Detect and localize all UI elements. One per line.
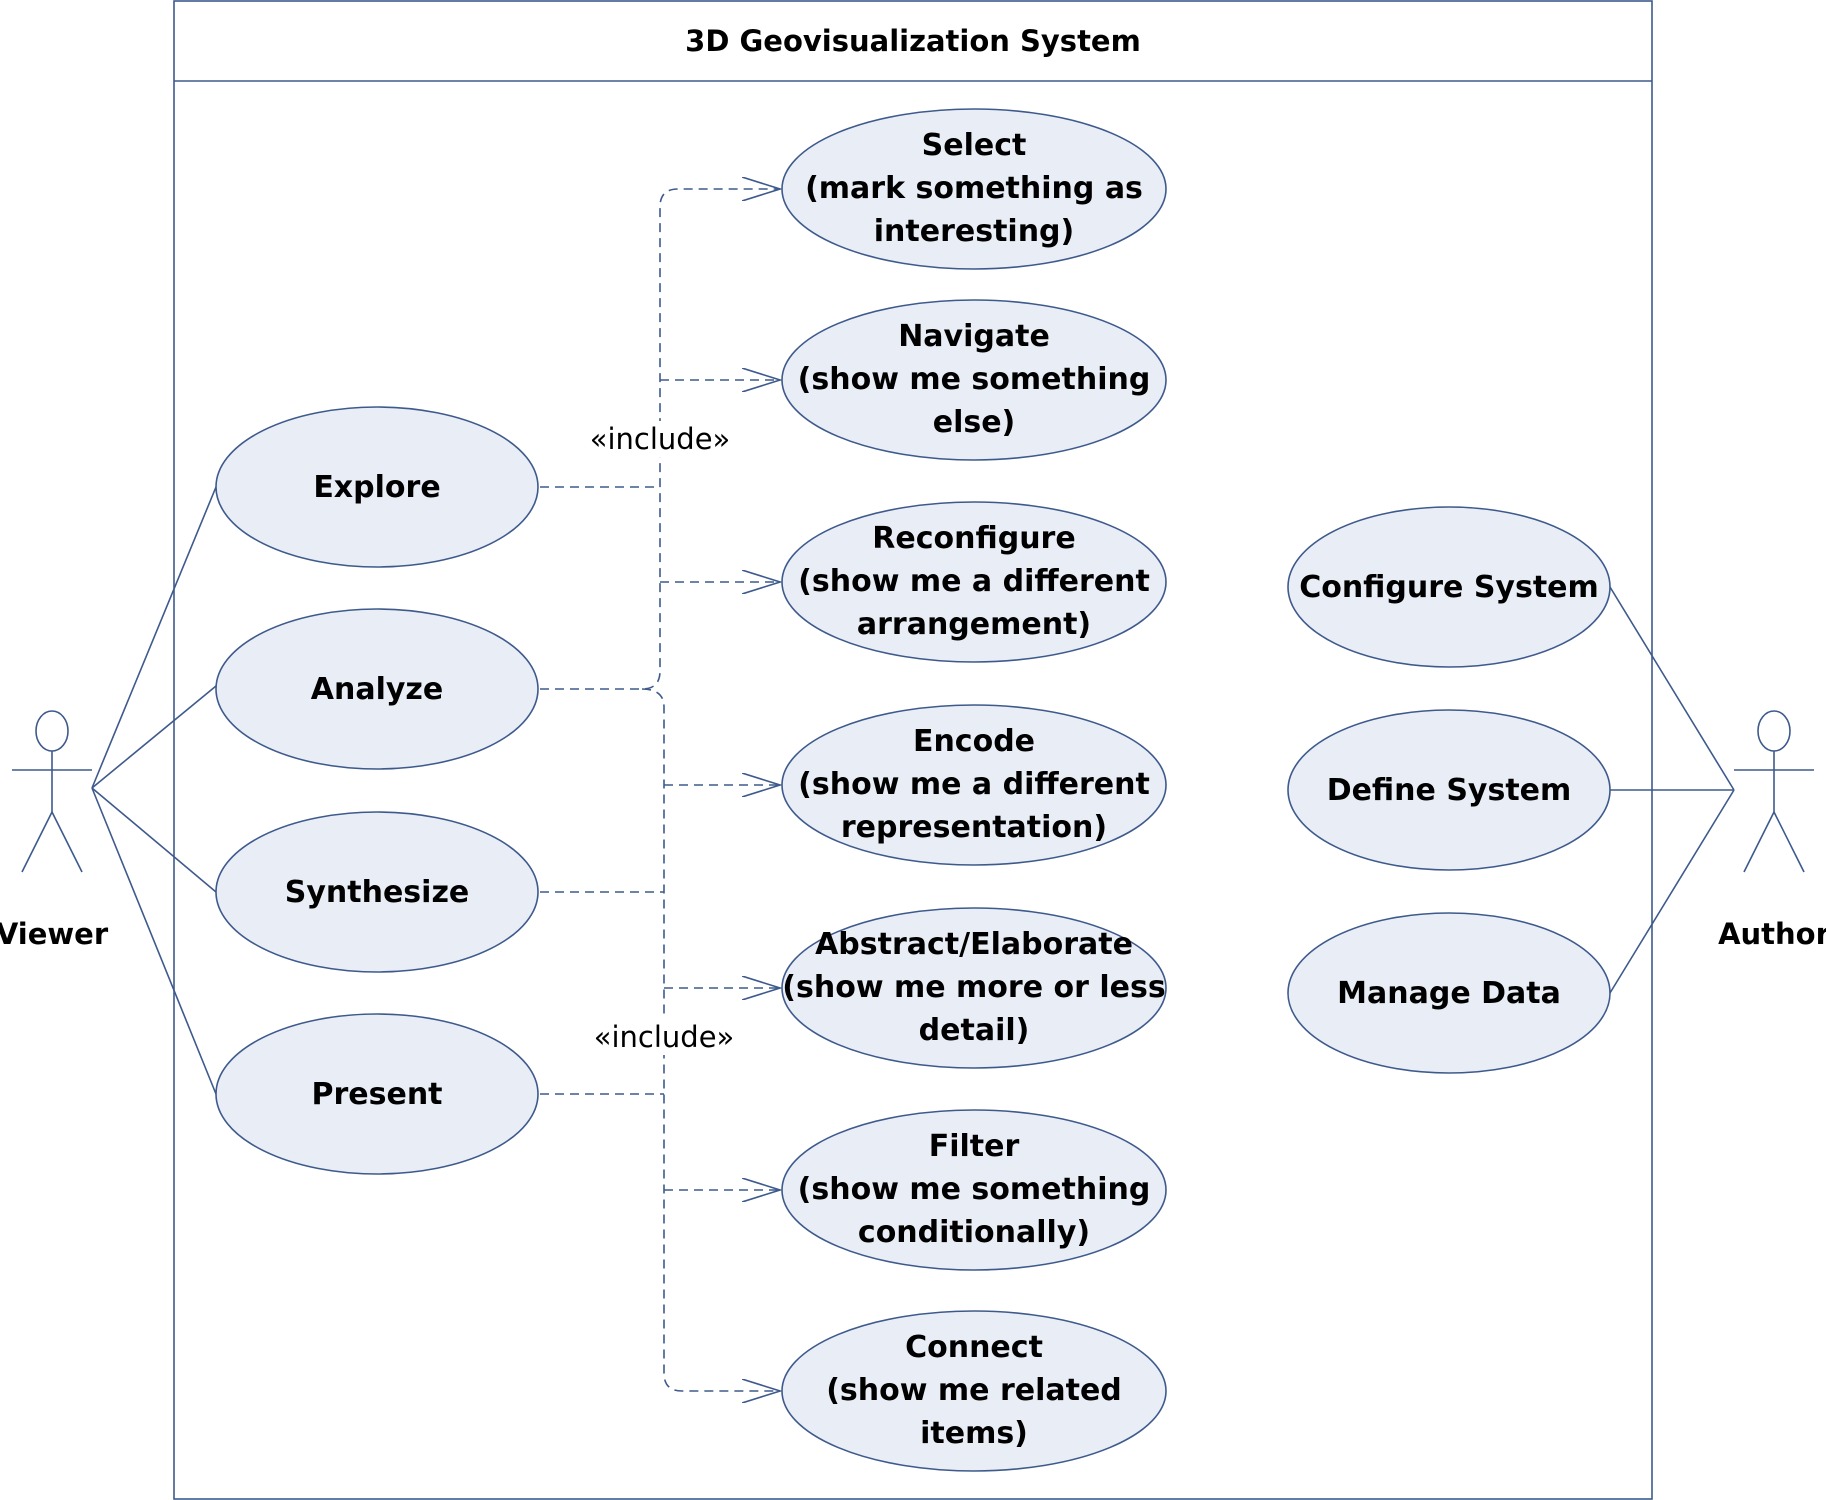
include-stereotype-label: «include»	[590, 422, 731, 456]
use-case-ellipse[interactable]	[1287, 709, 1611, 871]
stick-figure-icon	[1734, 710, 1814, 873]
use-case-navigate[interactable]: Navigate (show me something else)	[781, 299, 1167, 461]
use-case-label: Explore	[313, 470, 440, 505]
actor-associations	[91, 486, 1735, 1095]
actor-label: Author	[1718, 917, 1826, 951]
use-case-description: (show me related	[826, 1373, 1122, 1408]
use-case-ellipse[interactable]	[215, 1013, 539, 1175]
association-viewer-present	[91, 787, 217, 1095]
use-case-ellipse[interactable]	[781, 704, 1167, 866]
use-case-select[interactable]: Select (mark something as interesting)	[781, 108, 1167, 270]
use-case-label: Define System	[1327, 773, 1572, 808]
stereotype-bg-2	[589, 1019, 739, 1055]
use-case-label: Present	[311, 1077, 442, 1112]
association-viewer-synthesize	[91, 787, 217, 893]
use-case-define-system[interactable]: Define System	[1287, 709, 1611, 871]
use-case-synthesize[interactable]: Synthesize	[215, 811, 539, 973]
use-case-description: (show me a different	[798, 564, 1150, 599]
author-use-cases: Configure System Define System Manage Da…	[1287, 506, 1611, 1074]
association-viewer-analyze	[91, 685, 217, 789]
use-case-reconfigure[interactable]: Reconfigure (show me a different arrange…	[781, 501, 1167, 663]
use-case-ellipse[interactable]	[781, 299, 1167, 461]
use-case-description: (show me a different	[798, 767, 1150, 802]
use-case-explore[interactable]: Explore	[215, 406, 539, 568]
use-case-label: Navigate	[898, 319, 1050, 354]
actor-viewer[interactable]: Viewer	[0, 710, 109, 951]
association-author-configure	[1609, 586, 1735, 791]
use-case-description: (show me something	[798, 1172, 1151, 1207]
include-stereotype-label: «include»	[594, 1020, 735, 1054]
use-case-configure-system[interactable]: Configure System	[1287, 506, 1611, 668]
stereotype-labels: «include» «include»	[585, 421, 739, 1055]
association-viewer-explore	[91, 486, 217, 789]
use-case-connect[interactable]: Connect (show me related items)	[781, 1310, 1167, 1472]
use-case-ellipse[interactable]	[1287, 506, 1611, 668]
use-case-label: Analyze	[311, 672, 443, 707]
use-case-description: (mark something as	[805, 171, 1143, 206]
use-case-label: Reconfigure	[872, 521, 1075, 556]
use-case-ellipse[interactable]	[781, 1310, 1167, 1472]
use-case-description: representation)	[841, 810, 1107, 845]
use-case-description: detail)	[919, 1013, 1030, 1048]
actor-label: Viewer	[0, 917, 109, 951]
stereotype-bg-1	[585, 421, 735, 457]
use-case-encode[interactable]: Encode (show me a different representati…	[781, 704, 1167, 866]
use-case-ellipse[interactable]	[215, 608, 539, 770]
viewer-use-cases: Explore Analyze Synthesize Present	[215, 406, 539, 1175]
use-case-description: interesting)	[874, 214, 1075, 249]
use-case-filter[interactable]: Filter (show me something conditionally)	[781, 1109, 1167, 1271]
association-author-manage	[1609, 789, 1735, 994]
use-case-ellipse[interactable]	[781, 108, 1167, 270]
use-case-ellipse[interactable]	[1287, 912, 1611, 1074]
use-case-present[interactable]: Present	[215, 1013, 539, 1175]
use-case-analyze[interactable]: Analyze	[215, 608, 539, 770]
use-case-manage-data[interactable]: Manage Data	[1287, 912, 1611, 1074]
use-case-description: else)	[933, 405, 1016, 440]
use-case-description: (show me something	[798, 362, 1151, 397]
use-case-ellipse[interactable]	[215, 406, 539, 568]
use-case-description: conditionally)	[858, 1215, 1090, 1250]
use-case-label: Manage Data	[1337, 976, 1561, 1011]
use-case-ellipse[interactable]	[781, 1109, 1167, 1271]
actor-author[interactable]: Author	[1718, 710, 1826, 951]
use-case-label: Filter	[929, 1129, 1020, 1164]
system-title: 3D Geovisualization System	[685, 24, 1141, 58]
use-case-label: Encode	[913, 724, 1035, 759]
use-case-ellipse[interactable]	[215, 811, 539, 973]
use-case-label: Configure System	[1299, 570, 1599, 605]
stick-figure-icon	[12, 710, 92, 873]
use-case-label: Select	[922, 128, 1027, 163]
use-case-label: Abstract/Elaborate	[815, 927, 1133, 962]
use-case-description: (show me more or less	[782, 970, 1165, 1005]
use-case-abstract-elaborate[interactable]: Abstract/Elaborate (show me more or less…	[781, 907, 1167, 1069]
use-case-label: Synthesize	[285, 875, 470, 910]
use-case-description: arrangement)	[857, 607, 1091, 642]
use-case-label: Connect	[905, 1330, 1043, 1365]
included-use-cases: Select (mark something as interesting) N…	[781, 108, 1167, 1472]
use-case-ellipse[interactable]	[781, 501, 1167, 663]
use-case-description: items)	[920, 1416, 1028, 1451]
include-arrow-connect	[641, 688, 780, 1391]
use-case-ellipse[interactable]	[781, 907, 1167, 1069]
